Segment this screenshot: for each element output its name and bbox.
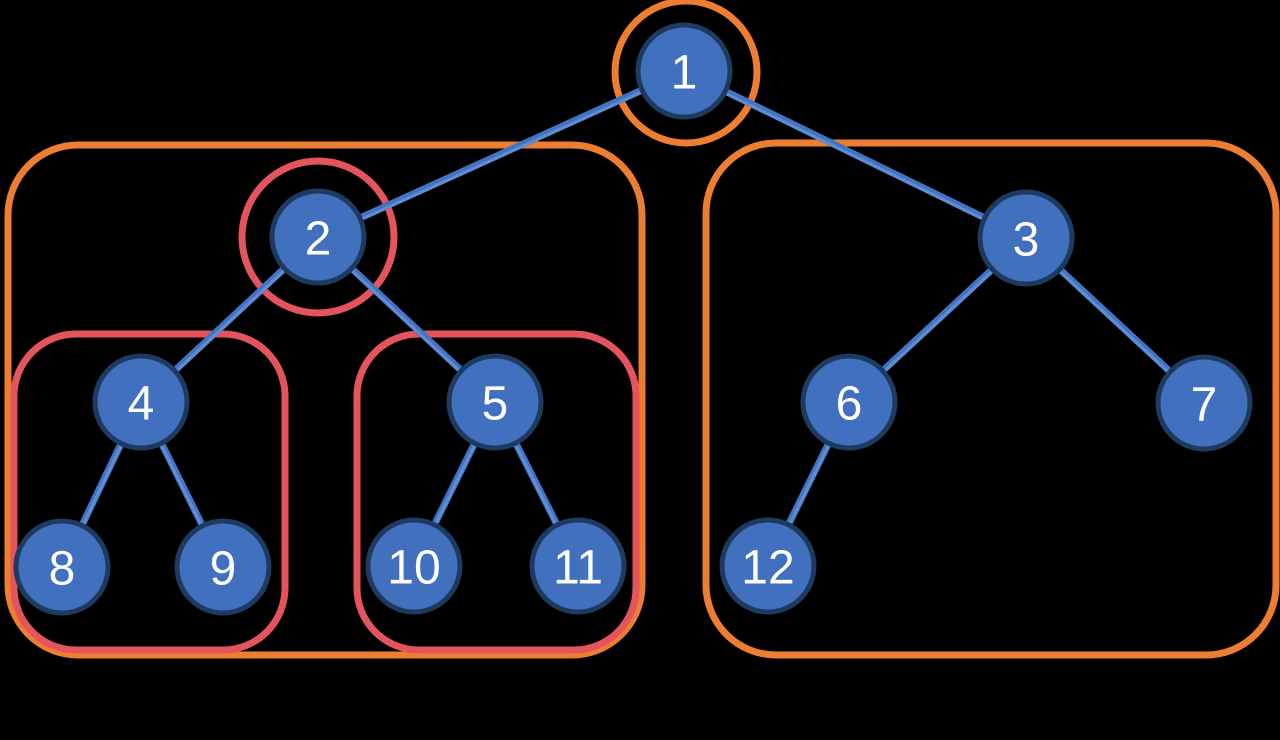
red-box-subtree-5 bbox=[353, 330, 640, 654]
tree-node-5: 5 bbox=[446, 353, 544, 451]
orange-circle-node-1 bbox=[611, 0, 761, 147]
tree-node-circle-6 bbox=[800, 353, 898, 451]
tree-node-circle-12 bbox=[719, 517, 817, 615]
tree-node-label-3: 3 bbox=[1013, 213, 1040, 266]
edge-highlight-1-2 bbox=[316, 71, 686, 241]
tree-node-label-7: 7 bbox=[1191, 378, 1218, 431]
edge-1-2 bbox=[314, 67, 688, 241]
tree-node-3: 3 bbox=[977, 189, 1075, 287]
tree-node-label-9: 9 bbox=[210, 542, 237, 595]
tree-node-11: 11 bbox=[529, 517, 627, 615]
red-circle-node-2 bbox=[238, 157, 398, 317]
edge-highlight-1-3 bbox=[682, 71, 1028, 242]
tree-node-circle-7 bbox=[1155, 354, 1253, 452]
tree-node-circle-11 bbox=[529, 517, 627, 615]
tree-node-7: 7 bbox=[1155, 354, 1253, 452]
tree-node-label-8: 8 bbox=[49, 542, 76, 595]
tree-node-label-2: 2 bbox=[305, 212, 332, 265]
tree-node-circle-10 bbox=[365, 517, 463, 615]
tree-node-10: 10 bbox=[365, 517, 463, 615]
tree-node-label-11: 11 bbox=[553, 541, 603, 594]
tree-node-label-1: 1 bbox=[671, 46, 698, 99]
tree-node-9: 9 bbox=[174, 518, 272, 616]
tree-node-4: 4 bbox=[92, 353, 190, 451]
red-box-subtree-4 bbox=[10, 330, 289, 654]
tree-node-label-12: 12 bbox=[741, 541, 794, 594]
tree-node-label-4: 4 bbox=[128, 377, 155, 430]
tree-node-circle-4 bbox=[92, 353, 190, 451]
tree-node-circle-1 bbox=[635, 22, 733, 120]
edge-1-3 bbox=[680, 67, 1030, 242]
tree-node-label-6: 6 bbox=[836, 377, 863, 430]
tree-node-label-10: 10 bbox=[387, 541, 440, 594]
tree-node-2: 2 bbox=[269, 188, 367, 286]
tree-node-8: 8 bbox=[13, 518, 111, 616]
tree-node-1: 1 bbox=[635, 22, 733, 120]
tree-node-6: 6 bbox=[800, 353, 898, 451]
orange-box-right-subtree bbox=[702, 139, 1280, 659]
tree-node-circle-8 bbox=[13, 518, 111, 616]
tree-node-circle-9 bbox=[174, 518, 272, 616]
orange-box-left-subtree bbox=[4, 141, 646, 659]
tree-node-circle-3 bbox=[977, 189, 1075, 287]
tree-node-circle-5 bbox=[446, 353, 544, 451]
tree-node-12: 12 bbox=[719, 517, 817, 615]
tree-node-label-5: 5 bbox=[482, 377, 509, 430]
tree-node-circle-2 bbox=[269, 188, 367, 286]
